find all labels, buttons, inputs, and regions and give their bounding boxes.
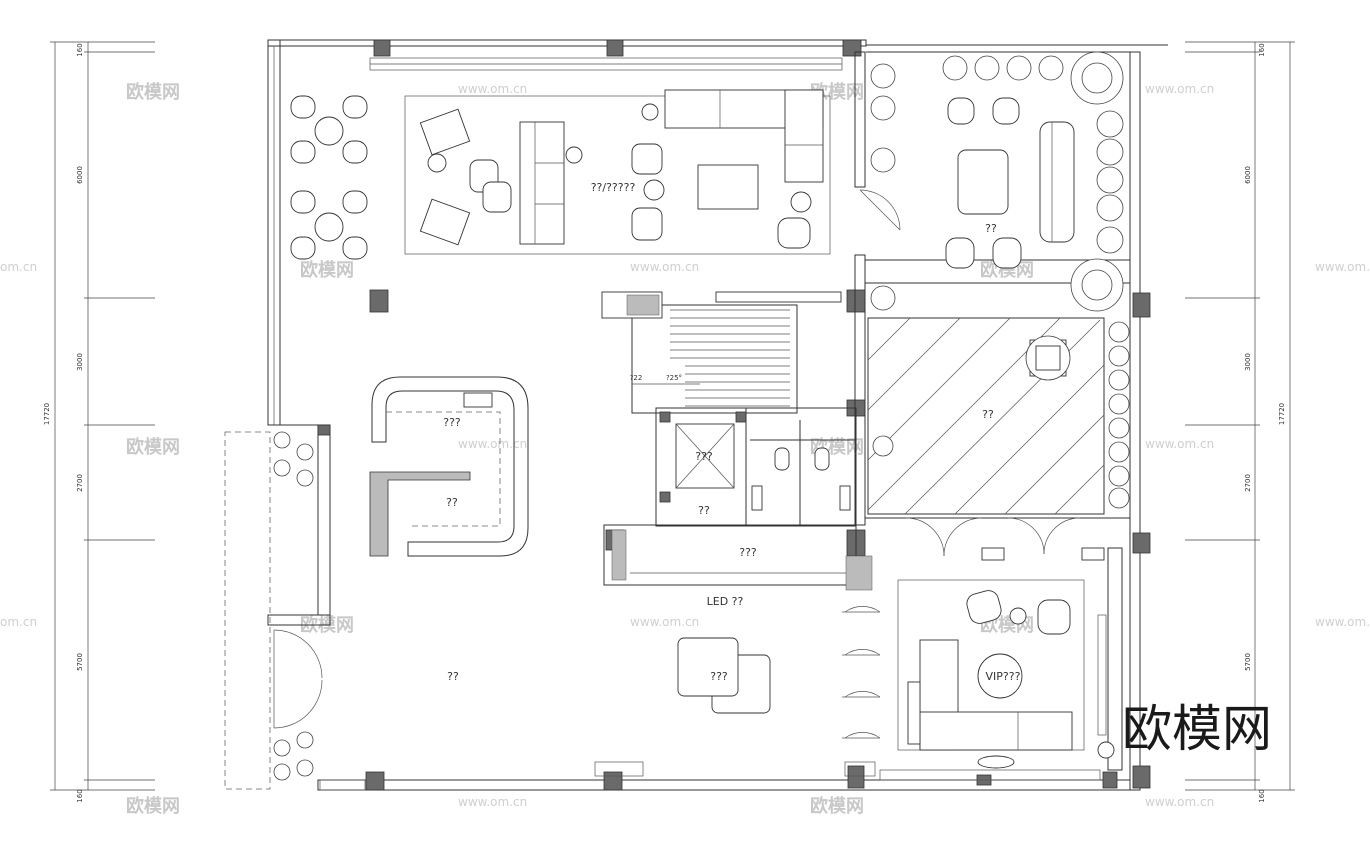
staircase: ?22 ?25° <box>601 291 842 414</box>
display-island: ??? <box>677 637 771 714</box>
dimension-label: 3000 <box>76 353 84 371</box>
water-feature: ?? <box>867 317 1130 515</box>
room-label-bar: ??? <box>443 416 461 429</box>
watermark-brand: 欧模网 <box>126 436 180 458</box>
dimension-total-label: 17720 <box>1278 403 1286 425</box>
watermark-url: www.om.cn <box>458 437 527 451</box>
room-label-bar-inner: ?? <box>446 496 458 509</box>
dimension-label: 6000 <box>76 166 84 184</box>
watermark-url: www.om.cn <box>458 795 527 809</box>
reception-desk: ??? <box>603 524 873 591</box>
stair-note: ?25° <box>666 374 682 382</box>
exterior-walls <box>224 39 1168 791</box>
dimension-label: 160 <box>76 789 84 802</box>
dimension-label: 160 <box>1258 43 1266 56</box>
room-label-pool: ?? <box>982 408 994 421</box>
room-label-tea-room: ?? <box>985 222 997 235</box>
dimension-total-label: 17720 <box>43 403 51 425</box>
watermark-brand: 欧模网 <box>126 81 180 103</box>
restrooms <box>745 407 857 527</box>
bar-counter: ??? ?? <box>369 376 529 557</box>
lounge-area: ??/????? <box>404 89 831 255</box>
watermark-url: www.om.cn <box>1145 82 1214 96</box>
watermark-brand: 欧模网 <box>126 795 180 817</box>
watermark-brand: 欧模网 <box>300 259 354 281</box>
tea-room: ?? <box>870 51 1124 312</box>
watermark-url: www.om.cn <box>630 615 699 629</box>
left-dimension-chain: 160 6000 3000 2700 5700 160 17720 <box>43 41 155 803</box>
stair-note: ?22 <box>630 374 643 382</box>
dimension-label: 160 <box>1258 789 1266 802</box>
watermark-brand: 欧模网 <box>810 795 864 817</box>
watermark-layer: 欧模网 www.om.cn 欧模网 www.om.cn om.cn 欧模网 ww… <box>0 81 1370 817</box>
vip-doors <box>865 517 1130 561</box>
cafe-table-set <box>290 190 368 260</box>
room-label-elevator: ??? <box>695 450 713 463</box>
watermark-url-fragment: om.cn <box>0 260 37 274</box>
room-label-lounge: ??/????? <box>591 181 636 194</box>
dimension-label: 2700 <box>76 474 84 492</box>
right-dimension-chain: 160 6000 3000 2700 5700 160 17720 <box>1185 41 1295 803</box>
room-label-island: ??? <box>710 670 728 683</box>
brand-logo-watermark: 欧模网 <box>1122 700 1272 758</box>
dimension-label: 3000 <box>1244 353 1252 371</box>
room-label-reception: ??? <box>739 546 757 559</box>
cafe-table-set <box>290 95 368 164</box>
watermark-url: www.om.cn <box>1145 795 1214 809</box>
watermark-url: www.om.cn <box>1145 437 1214 451</box>
room-label-main-hall: ?? <box>447 670 459 683</box>
room-label-vip: VIP??? <box>986 670 1021 683</box>
watermark-url: www.om.cn <box>1315 615 1370 629</box>
dimension-label: 5700 <box>1244 653 1252 671</box>
watermark-url: www.om.cn <box>458 82 527 96</box>
vip-room: VIP??? <box>879 547 1123 781</box>
dimension-label: 2700 <box>1244 474 1252 492</box>
watermark-url-fragment: om.cn <box>0 615 37 629</box>
watermark-url: www.om.cn <box>630 260 699 274</box>
room-label-lobby-small: ?? <box>698 504 710 517</box>
led-wall-label: LED ?? <box>707 595 744 608</box>
dimension-label: 5700 <box>76 653 84 671</box>
watermark-brand: 欧模网 <box>980 259 1034 281</box>
elevator-core: ??? ?? <box>655 407 747 527</box>
watermark-url: www.om.cn <box>1315 260 1370 274</box>
window-frames <box>319 761 876 791</box>
main-entrance-doors <box>267 431 331 781</box>
dimension-label: 160 <box>76 43 84 56</box>
central-door-swings <box>842 189 901 739</box>
watermark-brand: 欧模网 <box>810 81 864 103</box>
dimension-label: 6000 <box>1244 166 1252 184</box>
